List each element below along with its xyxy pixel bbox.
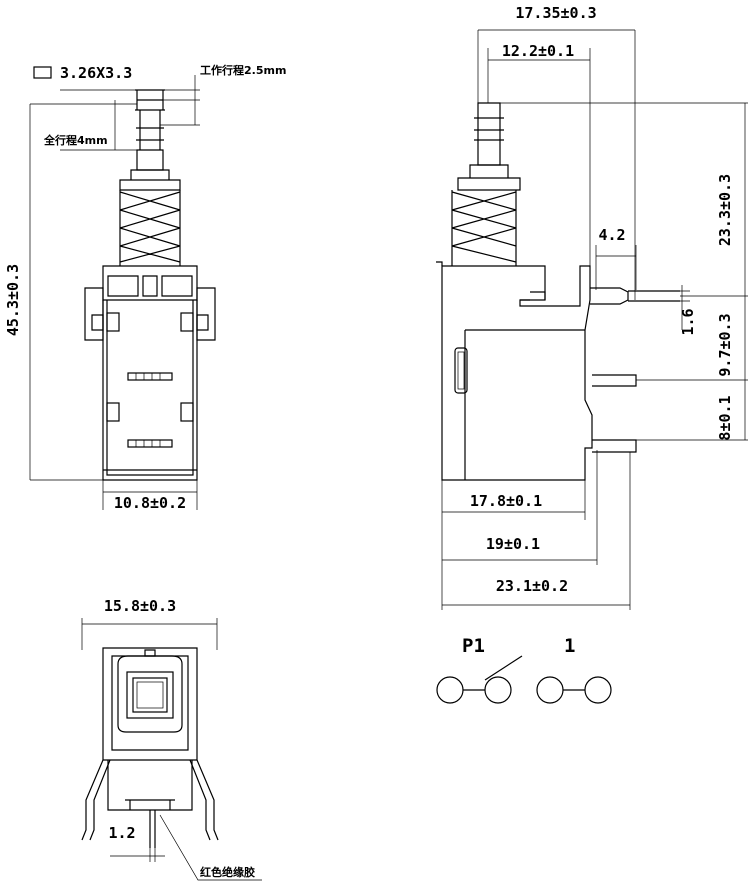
button-size-square	[33, 66, 52, 79]
side-top-total-label: 17.35±0.3	[515, 4, 596, 22]
button-size-label: 3.26X3.3	[60, 64, 132, 82]
insulation-note-label: 红色绝缘胶	[200, 865, 255, 879]
contact-circle-3	[536, 676, 564, 704]
front-width-label: 10.8±0.2	[114, 494, 186, 512]
side-top-inner-label: 12.2±0.1	[502, 42, 574, 60]
overall-width-label: 23.1±0.2	[496, 577, 568, 595]
bottom-width-label: 15.8±0.3	[104, 597, 176, 615]
total-height-label: 45.3±0.3	[4, 264, 22, 336]
pin-offset-label: 4.2	[598, 226, 625, 244]
pin-spacing-2-label: 8±0.1	[716, 395, 734, 440]
pin-spacing-1-label: 9.7±0.3	[716, 313, 734, 376]
upper-height-label: 23.3±0.3	[716, 174, 734, 246]
contact-circle-1	[436, 676, 464, 704]
bottom-pin-label: 1.2	[108, 824, 135, 842]
switch-lever	[484, 655, 523, 681]
body-width-2-label: 19±0.1	[486, 535, 540, 553]
work-stroke-label: 工作行程2.5mm	[200, 63, 286, 77]
schematic: P1 1	[436, 635, 612, 704]
side-view: 17.35±0.3 12.2±0.1 4.2 23.3±0.3 9.7±0.3 …	[436, 4, 748, 610]
contact-circle-4	[584, 676, 612, 704]
pin-gap-label: 1.6	[679, 308, 697, 335]
bottom-view: 15.8±0.3 1.2 红色绝缘胶	[81, 597, 262, 881]
schematic-label-left: P1	[462, 635, 485, 657]
front-view: 3.26X3.3 45.3±0.3 工作行程2.5mm	[4, 63, 286, 512]
body-width-label: 17.8±0.1	[470, 492, 542, 510]
full-stroke-label: 全行程4mm	[43, 133, 108, 147]
contact-circle-2	[484, 676, 512, 704]
schematic-label-right: 1	[564, 635, 575, 657]
